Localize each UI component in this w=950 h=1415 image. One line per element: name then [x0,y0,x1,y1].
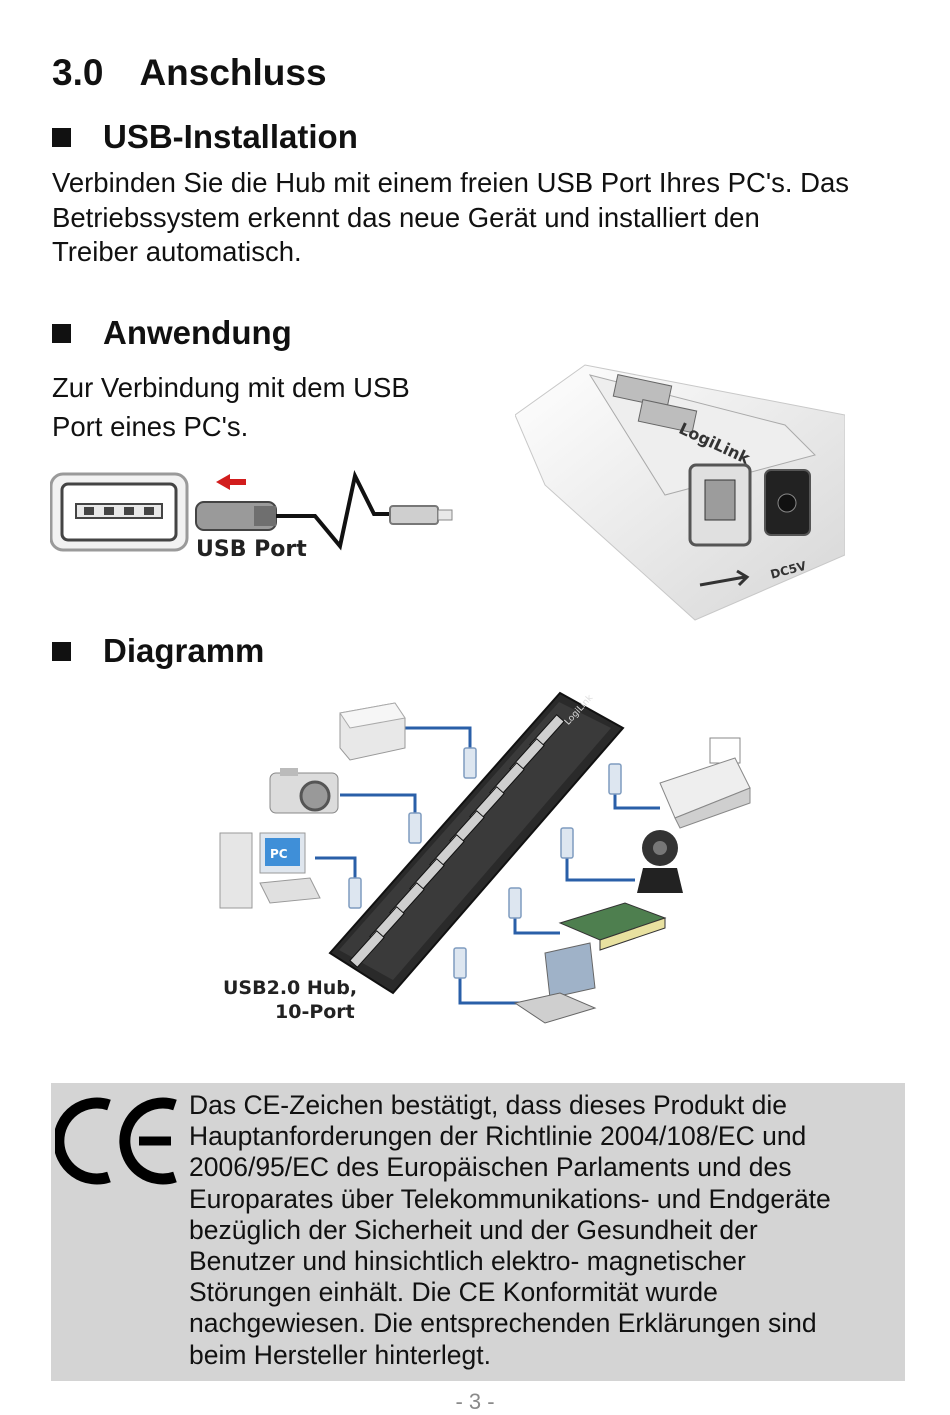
pc-icon: PC [219,832,321,909]
usb-installation-heading: USB-Installation [52,118,358,156]
camera-icon [269,768,339,814]
text-line: Port eines PC's. [52,411,249,442]
text-line: Benutzer und hinsichtlich elektro- magne… [189,1246,746,1277]
square-bullet-icon [52,323,71,343]
usb-hub: LogiLink [328,691,625,995]
text-line: Zur Verbindung mit dem USB [52,372,410,403]
diagramm-heading: Diagramm [52,632,264,670]
text-line: Hauptanforderungen der Richtlinie 2004/1… [189,1121,807,1152]
hub-photo: LogiLink DC5V [515,364,845,621]
text-line: Störungen einhält. Die CE Konformität wu… [189,1277,718,1308]
anwendung-heading: Anwendung [52,314,292,352]
text-line: Treiber automatisch. [52,236,302,267]
text-line: Betriebssystem erkennt das neue Gerät un… [52,201,760,233]
text-line: nachgewiesen. Die entsprechenden Erkläru… [189,1308,817,1339]
scanner-icon [558,902,667,951]
square-bullet-icon [52,641,71,661]
text-line: Europarates über Telekommunikations- und… [189,1183,831,1214]
laptop-icon [513,942,597,1024]
anwendung-title: Anwendung [103,314,292,351]
hub-caption-line1: USB2.0 Hub, [223,977,357,999]
section-number: 3.0 [52,52,104,93]
usb-symbol-icon [699,569,750,587]
page-title: 3.0 Anschluss [52,52,327,94]
usb-plugs [348,747,622,979]
diagramm-title: Diagramm [103,632,265,669]
ce-mark-icon [55,1097,177,1185]
text-line: Das CE-Zeichen bestätigt, dass dieses Pr… [189,1090,788,1120]
usb-installation-title: USB-Installation [103,118,358,155]
page-number: - 3 - [455,1389,495,1414]
text-line: 2006/95/EC des Europäischen Parlaments u… [189,1152,792,1183]
usb-installation-text: Verbinden Sie die Hub mit einem freien U… [52,166,849,270]
text-line: bezüglich der Sicherheit und der Gesundh… [189,1214,758,1245]
square-bullet-icon [52,127,71,147]
usb-port-illustration: USB Port [50,470,453,562]
webcam-icon [637,830,683,893]
printer-icon [659,737,751,829]
hub-connection-diagram: LogiLink PC USB2.0 Hub, 10-Port [219,691,751,1024]
text-line: beim Hersteller hinterlegt. [189,1339,491,1370]
usb-port-label: USB Port [196,537,307,562]
section-title: Anschluss [139,52,327,93]
ce-notice-text: Das CE-Zeichen bestätigt, dass dieses Pr… [189,1090,894,1371]
anwendung-text: Zur Verbindung mit dem USB Port eines PC… [52,368,410,446]
external-drive-icon [339,702,406,761]
hub-caption-line2: 10-Port [275,1001,355,1023]
text-line: Verbinden Sie die Hub mit einem freien U… [52,167,850,198]
ce-notice-box: Das CE-Zeichen bestätigt, dass dieses Pr… [51,1083,905,1381]
pc-screen-label: PC [270,847,288,861]
